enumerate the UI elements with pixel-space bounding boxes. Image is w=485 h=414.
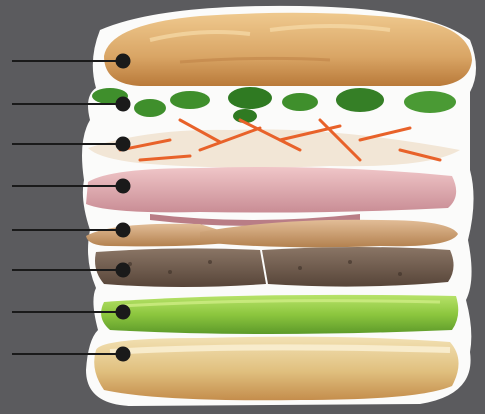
pointer-pate xyxy=(12,262,131,278)
pointer-ham xyxy=(12,178,131,194)
cucumber-layer xyxy=(101,294,459,334)
pointer-cucumber xyxy=(12,304,131,320)
pointer-roast-pork xyxy=(12,222,131,238)
pointer-bottom-bread xyxy=(12,346,131,362)
pate-layer xyxy=(95,247,454,287)
pickled-carrot-daikon-layer xyxy=(88,118,460,168)
pointer-cilantro xyxy=(12,96,131,112)
pointer-lines xyxy=(12,53,131,362)
cilantro-layer xyxy=(92,87,456,123)
pointer-pickled-vegetables xyxy=(12,136,131,152)
top-bread-layer xyxy=(104,12,472,86)
bottom-bread-layer xyxy=(94,336,459,401)
pointer-top-bread xyxy=(12,53,131,69)
